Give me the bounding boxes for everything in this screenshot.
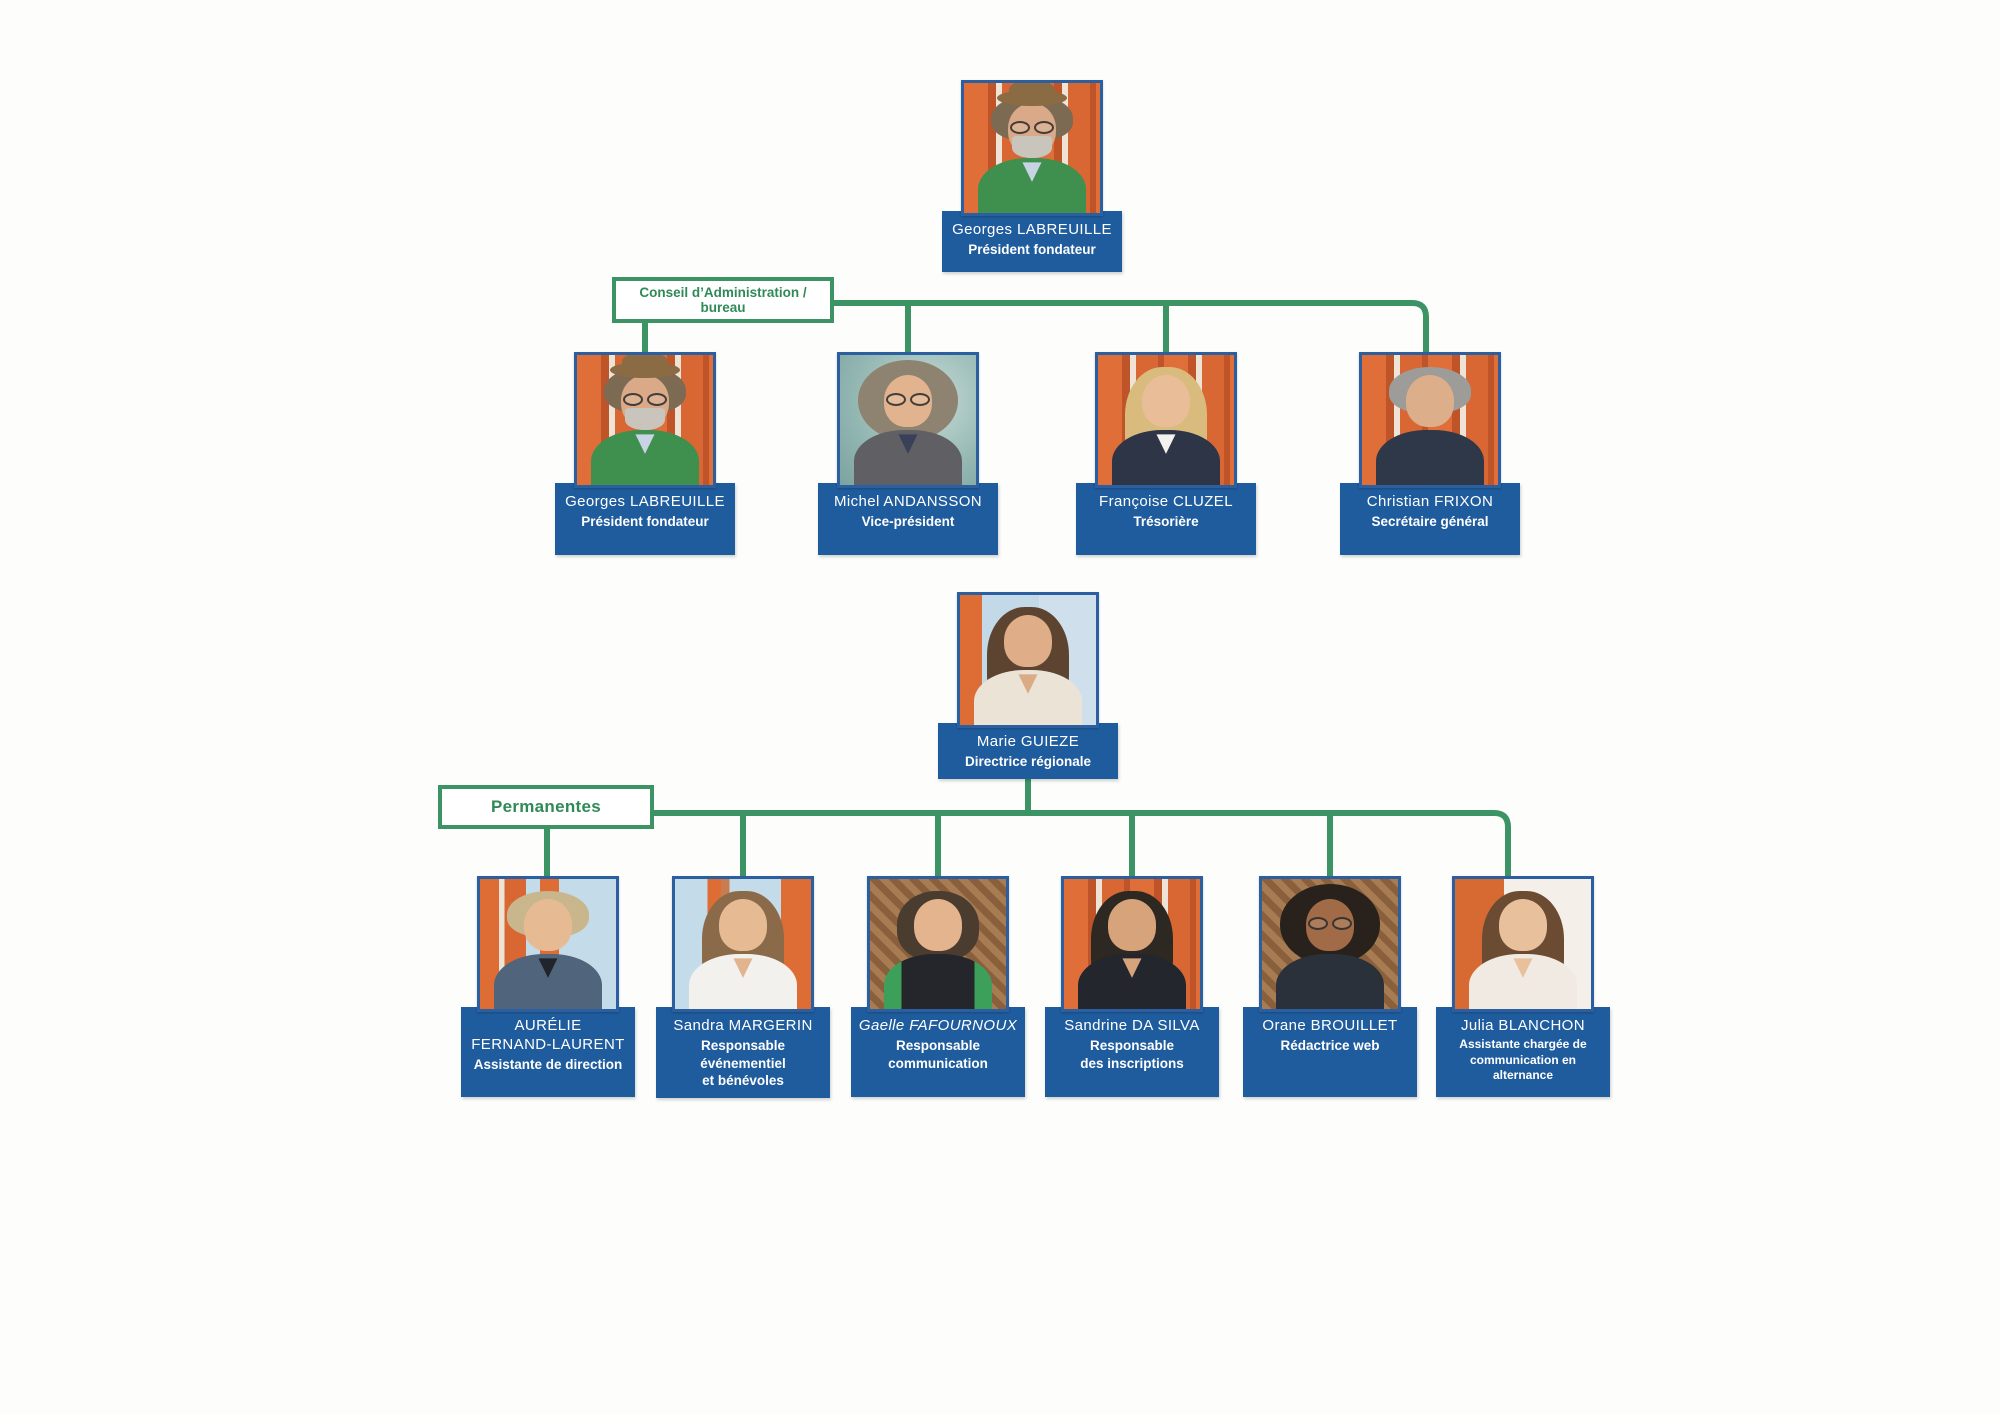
person-banner: Sandra MARGERIN Responsable événementiel… bbox=[656, 1007, 830, 1098]
person-banner: Christian FRIXON Secrétaire général bbox=[1340, 483, 1520, 555]
person-banner: Françoise CLUZEL Trésorière bbox=[1076, 483, 1256, 555]
person-card-director: Marie GUIEZE Directrice régionale bbox=[938, 592, 1118, 779]
person-name: Françoise CLUZEL bbox=[1099, 493, 1233, 510]
person-photo bbox=[1259, 876, 1401, 1012]
person-card-board-1: Michel ANDANSSON Vice-président bbox=[818, 352, 998, 555]
person-photo bbox=[1452, 876, 1594, 1012]
avatar-head bbox=[1003, 614, 1053, 667]
person-name: Georges LABREUILLE bbox=[952, 221, 1112, 238]
person-name: Christian FRIXON bbox=[1366, 493, 1494, 510]
glasses-icon bbox=[1308, 916, 1352, 930]
person-photo bbox=[1061, 876, 1203, 1012]
person-role: Directrice régionale bbox=[964, 754, 1092, 770]
glasses-icon bbox=[1010, 120, 1054, 134]
person-photo bbox=[574, 352, 716, 488]
avatar-head bbox=[1107, 898, 1157, 951]
person-card-staff-5: Julia BLANCHON Assistante chargée de com… bbox=[1433, 876, 1613, 1097]
glasses-icon bbox=[886, 392, 930, 406]
person-photo bbox=[867, 876, 1009, 1012]
glasses-icon bbox=[623, 392, 667, 406]
person-role: Responsable communication bbox=[888, 1038, 988, 1071]
person-role: Vice-président bbox=[861, 514, 955, 530]
person-photo bbox=[957, 592, 1099, 728]
person-role: Président fondateur bbox=[968, 242, 1096, 258]
person-photo bbox=[961, 80, 1103, 216]
board-label-box: Conseil d’Administration / bureau bbox=[612, 277, 834, 323]
person-name: Georges LABREUILLE bbox=[565, 493, 725, 510]
person-role: Rédactrice web bbox=[1280, 1038, 1380, 1054]
board-horizontal-line bbox=[834, 300, 1429, 352]
person-card-staff-4: Orane BROUILLET Rédactrice web bbox=[1240, 876, 1420, 1097]
avatar-head bbox=[1141, 374, 1191, 427]
person-role: Assistante chargée de communication en a… bbox=[1459, 1037, 1587, 1083]
hat-icon bbox=[609, 355, 681, 379]
person-banner: Orane BROUILLET Rédactrice web bbox=[1243, 1007, 1417, 1097]
avatar-head bbox=[523, 898, 573, 951]
person-banner: Julia BLANCHON Assistante chargée de com… bbox=[1436, 1007, 1610, 1097]
avatar-beard bbox=[624, 408, 666, 431]
avatar-head bbox=[1405, 374, 1455, 427]
person-role: Responsable des inscriptions bbox=[1080, 1038, 1184, 1071]
person-photo bbox=[1095, 352, 1237, 488]
person-role: Assistante de direction bbox=[473, 1057, 623, 1073]
avatar-head bbox=[1498, 898, 1548, 951]
person-banner: Sandrine DA SILVA Responsable des inscri… bbox=[1045, 1007, 1219, 1097]
avatar-torso bbox=[1375, 430, 1485, 485]
person-photo bbox=[477, 876, 619, 1012]
person-banner: Michel ANDANSSON Vice-président bbox=[818, 483, 998, 555]
person-card-board-2: Françoise CLUZEL Trésorière bbox=[1076, 352, 1256, 555]
person-photo bbox=[837, 352, 979, 488]
person-banner: Georges LABREUILLE Président fondateur bbox=[555, 483, 735, 555]
person-card-board-3: Christian FRIXON Secrétaire général bbox=[1340, 352, 1520, 555]
person-name: Sandra MARGERIN bbox=[673, 1017, 813, 1034]
person-role: Président fondateur bbox=[581, 514, 709, 530]
person-name: Julia BLANCHON bbox=[1461, 1017, 1585, 1034]
person-name: AURÉLIE FERNAND-LAURENT bbox=[471, 1017, 625, 1054]
person-name: Gaelle FAFOURNOUX bbox=[858, 1017, 1018, 1034]
staff-label: Permanentes bbox=[490, 797, 602, 816]
person-role: Responsable événementiel et bénévoles bbox=[700, 1038, 786, 1089]
person-name: Marie GUIEZE bbox=[976, 733, 1080, 750]
person-name: Michel ANDANSSON bbox=[833, 493, 983, 510]
person-banner: Gaelle FAFOURNOUX Responsable communicat… bbox=[851, 1007, 1025, 1097]
person-banner: AURÉLIE FERNAND-LAURENT Assistante de di… bbox=[461, 1007, 635, 1097]
person-banner: Georges LABREUILLE Président fondateur bbox=[942, 211, 1122, 272]
avatar-head bbox=[718, 898, 768, 951]
person-photo bbox=[1359, 352, 1501, 488]
person-card-staff-1: Sandra MARGERIN Responsable événementiel… bbox=[653, 876, 833, 1098]
avatar-torso bbox=[883, 954, 993, 1009]
person-name: Orane BROUILLET bbox=[1262, 1017, 1398, 1034]
staff-label-box: Permanentes bbox=[438, 785, 654, 829]
board-label: Conseil d’Administration / bureau bbox=[639, 285, 807, 315]
person-card-staff-3: Sandrine DA SILVA Responsable des inscri… bbox=[1042, 876, 1222, 1097]
person-card-staff-0: AURÉLIE FERNAND-LAURENT Assistante de di… bbox=[458, 876, 638, 1097]
person-name: Sandrine DA SILVA bbox=[1064, 1017, 1200, 1034]
staff-horizontal-line bbox=[650, 810, 1511, 880]
avatar-head bbox=[913, 898, 963, 951]
avatar-torso bbox=[1275, 954, 1385, 1009]
person-role: Secrétaire général bbox=[1371, 514, 1489, 530]
person-photo bbox=[672, 876, 814, 1012]
person-role: Trésorière bbox=[1133, 514, 1199, 530]
person-banner: Marie GUIEZE Directrice régionale bbox=[938, 723, 1118, 779]
person-card-board-0: Georges LABREUILLE Président fondateur bbox=[555, 352, 735, 555]
avatar-beard bbox=[1011, 136, 1053, 159]
hat-icon bbox=[996, 83, 1068, 107]
person-card-staff-2: Gaelle FAFOURNOUX Responsable communicat… bbox=[848, 876, 1028, 1097]
person-card-root: Georges LABREUILLE Président fondateur bbox=[942, 80, 1122, 272]
